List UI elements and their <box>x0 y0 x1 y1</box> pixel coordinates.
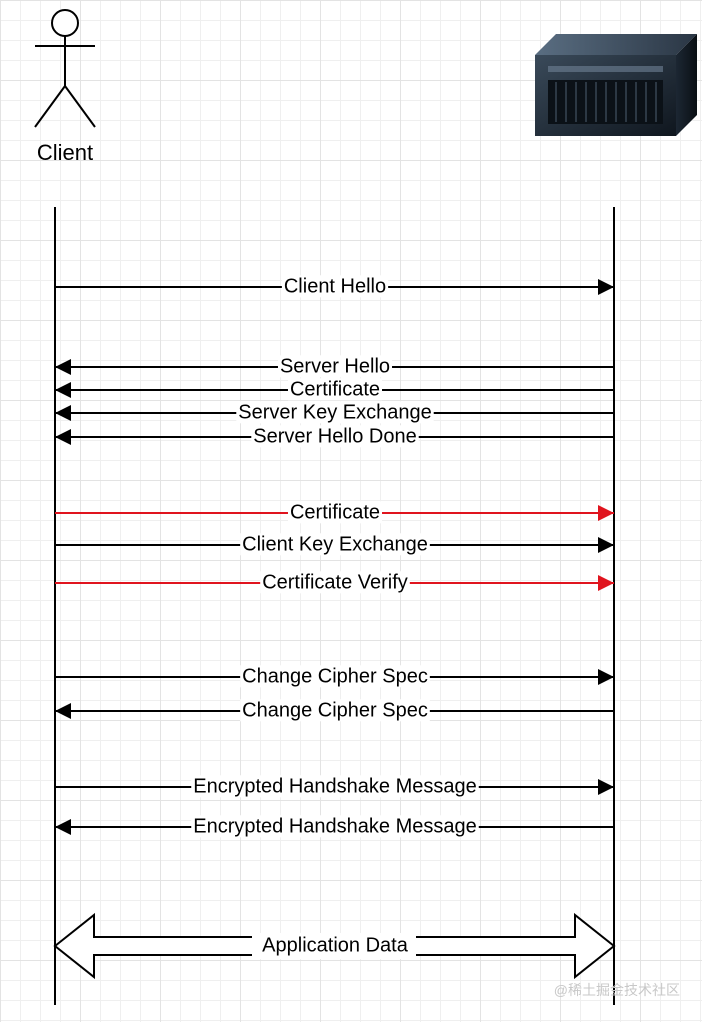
message-label-bg <box>240 699 430 722</box>
arrow-head-icon <box>55 429 71 445</box>
arrow-head-icon <box>598 505 614 521</box>
message-label-bg <box>287 501 383 524</box>
message-arrow: Server Hello <box>55 355 614 378</box>
message-arrow: Server Key Exchange <box>55 401 614 424</box>
message-arrow: Certificate Verify <box>55 571 614 594</box>
arrow-head-icon <box>598 279 614 295</box>
message-label: Client Key Exchange <box>242 533 428 555</box>
message-label-bg <box>260 571 410 594</box>
client-actor-icon <box>34 9 96 128</box>
arrow-head-icon <box>55 405 71 421</box>
message-label-bg <box>287 378 383 401</box>
application-data-arrow: Application Data <box>53 912 616 980</box>
arrow-head-icon <box>598 779 614 795</box>
message-label-bg <box>191 815 479 838</box>
message-arrow: Encrypted Handshake Message <box>55 815 614 838</box>
message-label: Change Cipher Spec <box>242 699 428 721</box>
message-arrow: Certificate <box>55 501 614 524</box>
message-label: Change Cipher Spec <box>242 665 428 687</box>
message-label-bg <box>281 275 389 298</box>
application-data-label-bg <box>252 933 416 959</box>
message-label-bg <box>191 775 479 798</box>
message-label: Server Hello <box>280 355 390 377</box>
arrow-head-icon <box>598 575 614 591</box>
arrow-head-icon <box>598 537 614 553</box>
message-label-bg <box>240 533 430 556</box>
arrow-head-icon <box>55 703 71 719</box>
arrow-head-icon <box>55 819 71 835</box>
message-arrow: Client Hello <box>55 275 614 298</box>
message-arrow: Encrypted Handshake Message <box>55 775 614 798</box>
message-label: Encrypted Handshake Message <box>193 815 477 837</box>
message-arrow: Change Cipher Spec <box>55 665 614 688</box>
message-arrow: Change Cipher Spec <box>55 699 614 722</box>
message-label: Server Key Exchange <box>238 401 431 423</box>
message-label: Certificate Verify <box>262 571 408 593</box>
message-label: Encrypted Handshake Message <box>193 775 477 797</box>
application-data-label: Application Data <box>262 934 409 956</box>
message-label-bg <box>277 355 393 378</box>
arrow-head-icon <box>55 359 71 375</box>
message-label: Client Hello <box>284 275 386 297</box>
arrow-head-icon <box>598 669 614 685</box>
arrow-head-icon <box>55 382 71 398</box>
watermark: @稀土掘金技术社区 <box>553 982 680 998</box>
message-label: Certificate <box>290 501 380 523</box>
message-label: Server Hello Done <box>253 425 416 447</box>
client-label: Client <box>36 140 94 165</box>
message-label-bg <box>236 401 434 424</box>
message-label-bg <box>251 425 419 448</box>
message-arrow: Client Key Exchange <box>55 533 614 556</box>
message-arrow: Server Hello Done <box>55 425 614 448</box>
message-label: Certificate <box>290 378 380 400</box>
message-arrow: Certificate <box>55 378 614 401</box>
server-icon <box>535 34 697 136</box>
message-label-bg <box>240 665 430 688</box>
